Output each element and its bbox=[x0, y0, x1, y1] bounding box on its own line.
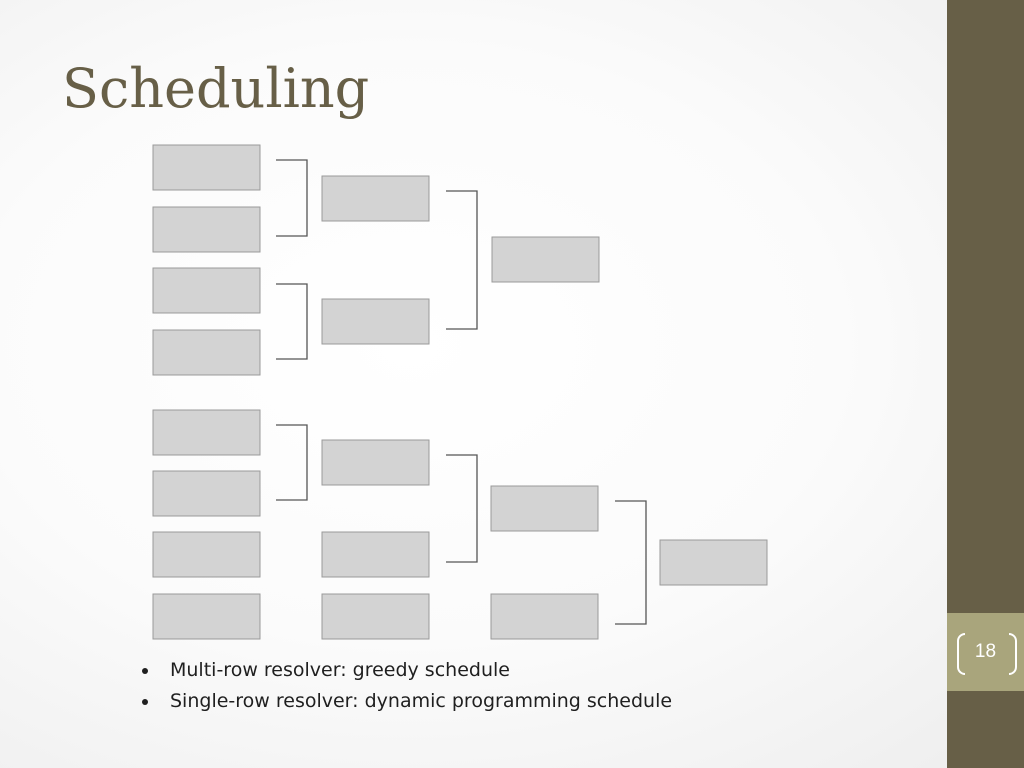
lower-bracket-1 bbox=[276, 424, 308, 501]
lower-level1-box-2 bbox=[321, 531, 430, 578]
lower-bracket-root bbox=[615, 500, 647, 625]
lower-leaf-box-1 bbox=[152, 409, 261, 456]
upper-bracket-1 bbox=[276, 159, 308, 237]
lower-level1-box-3 bbox=[321, 593, 430, 640]
page-number-tab bbox=[947, 613, 1024, 691]
bullet-list: Multi-row resolver: greedy schedule Sing… bbox=[140, 656, 672, 718]
lower-leaf-box-3 bbox=[152, 531, 261, 578]
lower-leaf-box-4 bbox=[152, 593, 261, 640]
upper-root-box bbox=[491, 236, 600, 283]
lower-leaf-box-2 bbox=[152, 470, 261, 517]
bullet-item-single-row: Single-row resolver: dynamic programming… bbox=[140, 687, 672, 718]
upper-leaf-box-3 bbox=[152, 267, 261, 314]
page-number-left-bracket bbox=[957, 633, 965, 675]
upper-bracket-2 bbox=[276, 283, 308, 360]
lower-level1-box-1 bbox=[321, 439, 430, 486]
upper-leaf-box-1 bbox=[152, 144, 261, 191]
upper-leaf-box-4 bbox=[152, 329, 261, 376]
upper-leaf-box-2 bbox=[152, 206, 261, 253]
page-number: 18 bbox=[974, 641, 997, 662]
slide-title: Scheduling bbox=[62, 57, 370, 120]
upper-level1-box-1 bbox=[321, 175, 430, 222]
upper-bracket-root bbox=[446, 190, 478, 330]
bullet-item-multi-row: Multi-row resolver: greedy schedule bbox=[140, 656, 672, 687]
upper-level1-box-2 bbox=[321, 298, 430, 345]
lower-bracket-2 bbox=[446, 454, 478, 563]
lower-root-box bbox=[659, 539, 768, 586]
lower-level2-box-1 bbox=[490, 485, 599, 532]
lower-level2-box-2 bbox=[490, 593, 599, 640]
